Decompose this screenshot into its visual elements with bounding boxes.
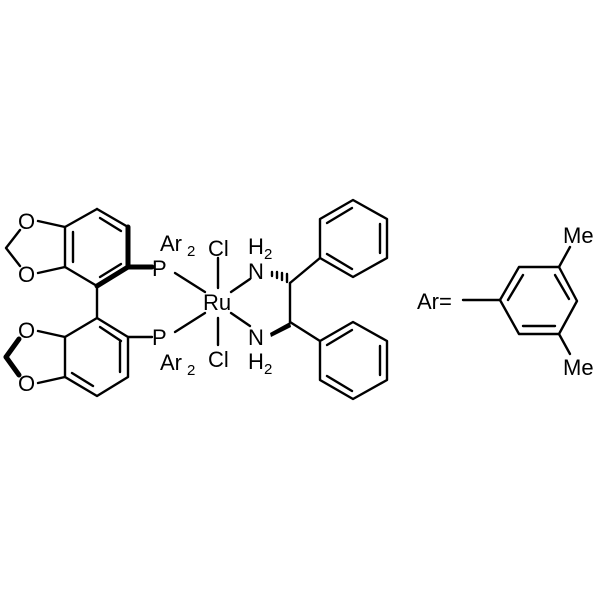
- amine-h-top-label: H: [248, 234, 264, 259]
- phosphorus-top-label: P: [152, 256, 167, 281]
- methyl-bottom-label: Me: [563, 355, 594, 380]
- ru-coordination-bonds: [173, 256, 252, 347]
- phosphorus-bottom-label: P: [152, 325, 167, 350]
- methyl-top-label: Me: [563, 223, 594, 248]
- amine-h-count-top: 2: [264, 246, 272, 263]
- ar-count-bottom: 2: [187, 362, 195, 379]
- ruthenium-label: Ru: [203, 290, 231, 315]
- ar-definition-ring: [461, 245, 579, 356]
- dpen-backbone: [270, 256, 322, 343]
- ar-count-top: 2: [187, 243, 195, 260]
- top-benzodioxole-ring: [4, 207, 131, 289]
- ar-definition-label: Ar=: [417, 289, 452, 314]
- chloride-bottom-label: Cl: [208, 347, 229, 372]
- oxygen-label: O: [18, 371, 35, 396]
- chloride-top-label: Cl: [208, 236, 229, 261]
- nitrogen-bottom-label: N: [248, 325, 264, 350]
- amine-h-bottom-label: H: [248, 349, 264, 374]
- nitrogen-top-label: N: [248, 259, 264, 284]
- amine-h-count-bottom: 2: [264, 361, 272, 378]
- oxygen-label: O: [18, 262, 35, 287]
- top-phenyl-ring: [318, 198, 389, 279]
- ar-substituent-bottom-label: Ar: [160, 350, 182, 375]
- oxygen-label: O: [18, 318, 35, 343]
- oxygen-label: O: [18, 209, 35, 234]
- ar-substituent-top-label: Ar: [160, 231, 182, 256]
- bottom-phenyl-ring: [318, 320, 389, 401]
